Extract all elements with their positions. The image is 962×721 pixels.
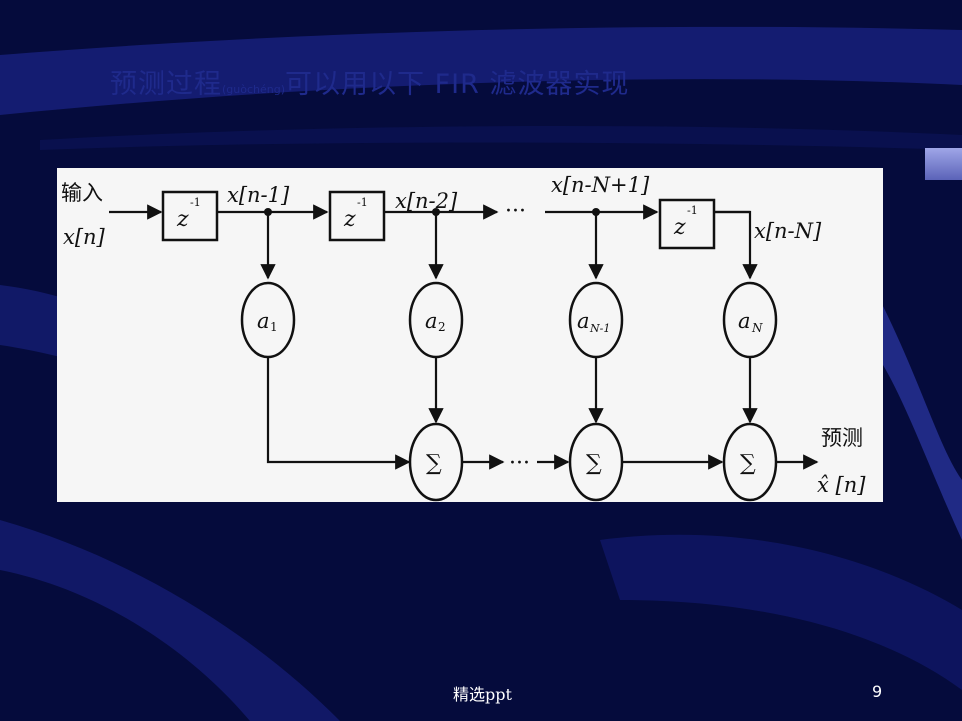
output-label: 预测 <box>821 426 863 450</box>
sum-symbol: ∑ <box>740 451 756 476</box>
tap-label-2: x[n-2] <box>395 189 458 213</box>
summer-2: ∑ <box>568 422 624 502</box>
slide-title: 预测过程(guòchéng)可以用以下 FIR 滤波器实现 <box>110 62 629 101</box>
ellipsis-bottom: ··· <box>509 451 530 476</box>
input-label: 输入 <box>61 181 103 205</box>
ellipsis-top: ··· <box>505 199 526 224</box>
tap-label-1: x[n-1] <box>227 183 290 207</box>
coefficient-a2: a 2 <box>408 281 464 359</box>
delay-z: z <box>343 207 356 232</box>
coefficient-subscript: 1 <box>270 320 278 334</box>
footer-label: 精选ppt <box>453 685 512 704</box>
delay-exponent: -1 <box>687 204 698 217</box>
coefficient-subscript: 2 <box>438 320 446 334</box>
coefficient-symbol: a <box>577 309 590 333</box>
sum-symbol: ∑ <box>586 451 602 476</box>
delay-block-2: z -1 <box>328 190 386 242</box>
coefficient-aN: a N <box>722 281 778 359</box>
title-pinyin: (guòchéng) <box>222 83 286 96</box>
coefficient-subscript: N-1 <box>589 322 610 335</box>
input-signal-label: x[n] <box>63 225 106 249</box>
coefficient-symbol: a <box>425 309 438 333</box>
delay-block-1: z -1 <box>161 190 219 242</box>
title-prefix: 预测过程 <box>110 69 222 100</box>
summer-3: ∑ <box>722 422 778 502</box>
tap-label-3: x[n-N+1] <box>551 173 650 197</box>
page-number: 9 <box>872 682 883 701</box>
tap-arrow-4 <box>714 210 758 280</box>
side-tab-decoration <box>925 148 962 180</box>
a1-to-sum-arrow <box>266 357 411 470</box>
delay-exponent: -1 <box>190 196 201 209</box>
fir-filter-diagram: 输入 x[n] z -1 z -1 z -1 x[n-1] x[n-2] x[n… <box>57 168 883 502</box>
coefficient-subscript: N <box>751 321 763 335</box>
delay-block-3: z -1 <box>658 198 716 250</box>
sum-symbol: ∑ <box>426 451 442 476</box>
delay-z: z <box>673 215 686 240</box>
coefficient-aN-1: a N-1 <box>568 281 624 359</box>
coefficient-symbol: a <box>257 309 270 333</box>
coefficient-symbol: a <box>738 309 751 333</box>
title-suffix: 可以用以下 FIR 滤波器实现 <box>285 69 630 100</box>
output-signal-label: x̂ [n] <box>817 473 866 497</box>
delay-z: z <box>176 207 189 232</box>
delay-exponent: -1 <box>357 196 368 209</box>
coefficient-a1: a 1 <box>240 281 296 359</box>
tap-label-4: x[n-N] <box>754 219 822 243</box>
summer-1: ∑ <box>408 422 464 502</box>
